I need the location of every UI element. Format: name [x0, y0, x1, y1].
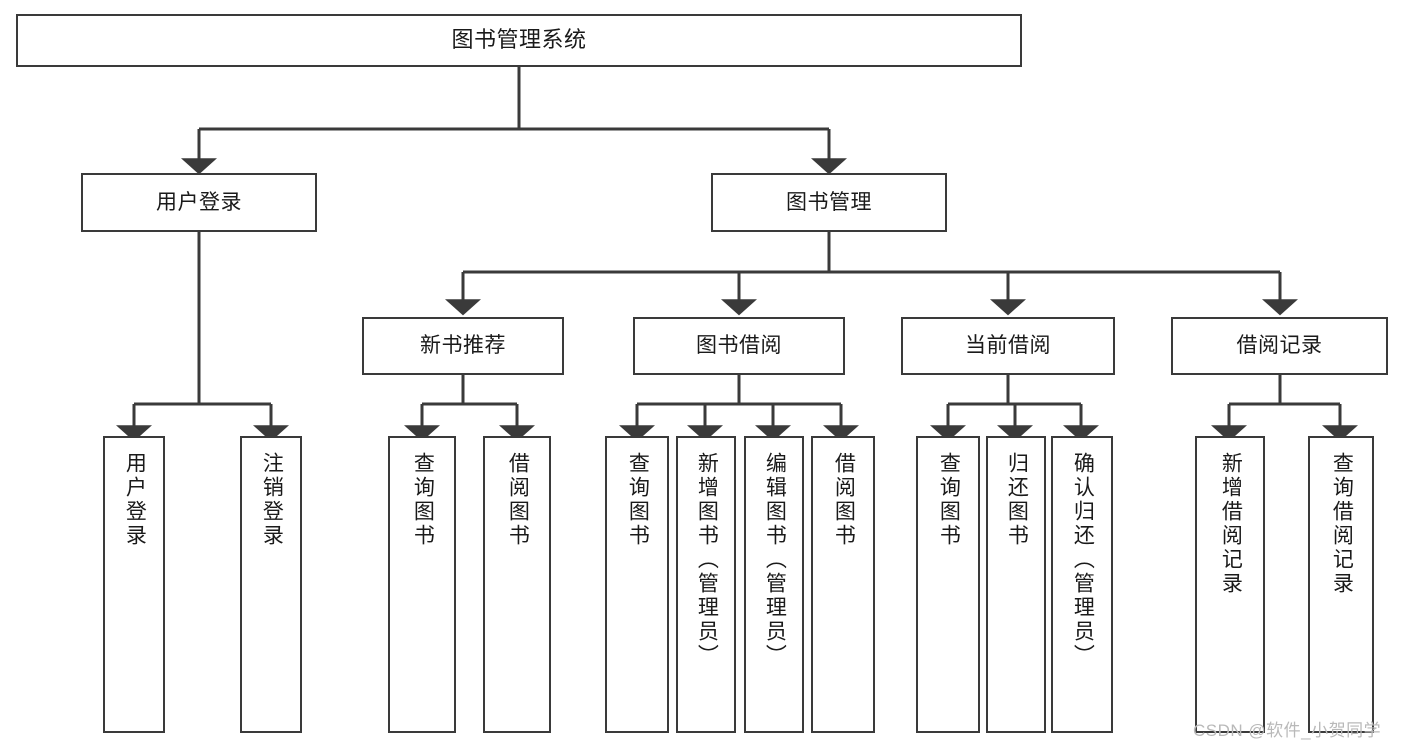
node-label: 查询图书	[411, 452, 435, 548]
node-leaf-confirm-return[interactable]: 确认归还（管理员）	[1051, 436, 1113, 733]
node-book-management-system[interactable]: 图书管理系统	[16, 14, 1022, 67]
node-label: 新书推荐	[420, 334, 506, 358]
node-label: 借阅图书	[506, 452, 530, 548]
csdn-watermark: CSDN @软件_小贺同学	[1193, 721, 1382, 740]
node-label: 图书借阅	[696, 334, 782, 358]
node-leaf-add-book[interactable]: 新增图书（管理员）	[676, 436, 736, 733]
node-leaf-query-book-3[interactable]: 查询图书	[916, 436, 980, 733]
node-label: 图书管理系统	[451, 27, 587, 53]
node-leaf-user-login[interactable]: 用户登录	[103, 436, 165, 733]
node-leaf-add-borrow-record[interactable]: 新增借阅记录	[1195, 436, 1265, 733]
node-label: 用户登录	[123, 452, 147, 548]
node-label: 编辑图书（管理员）	[763, 452, 787, 668]
node-label: 借阅记录	[1236, 334, 1323, 358]
node-label: 注销登录	[260, 452, 284, 548]
node-label: 新增图书（管理员）	[695, 452, 719, 668]
node-label: 归还图书	[1005, 452, 1029, 548]
node-label: 用户登录	[156, 190, 242, 214]
node-label: 当前借阅	[965, 334, 1051, 358]
node-label: 借阅图书	[832, 452, 856, 548]
node-label: 新增借阅记录	[1219, 452, 1243, 596]
node-book-borrow[interactable]: 图书借阅	[633, 317, 845, 375]
node-leaf-query-borrow-record[interactable]: 查询借阅记录	[1308, 436, 1374, 733]
node-leaf-logout-login[interactable]: 注销登录	[240, 436, 302, 733]
node-leaf-return-book[interactable]: 归还图书	[986, 436, 1046, 733]
node-book-management[interactable]: 图书管理	[711, 173, 947, 232]
node-leaf-borrow-book-1[interactable]: 借阅图书	[483, 436, 551, 733]
node-label: 查询图书	[937, 452, 961, 548]
node-new-book-recommend[interactable]: 新书推荐	[362, 317, 564, 375]
node-borrow-record[interactable]: 借阅记录	[1171, 317, 1388, 375]
node-leaf-query-book-1[interactable]: 查询图书	[388, 436, 456, 733]
node-leaf-query-book-2[interactable]: 查询图书	[605, 436, 669, 733]
node-label: 图书管理	[786, 190, 872, 214]
node-leaf-borrow-book-2[interactable]: 借阅图书	[811, 436, 875, 733]
node-user-login[interactable]: 用户登录	[81, 173, 317, 232]
node-leaf-edit-book[interactable]: 编辑图书（管理员）	[744, 436, 804, 733]
node-current-borrow[interactable]: 当前借阅	[901, 317, 1115, 375]
node-label: 查询图书	[626, 452, 650, 548]
node-label: 确认归还（管理员）	[1071, 452, 1095, 668]
node-label: 查询借阅记录	[1330, 452, 1354, 596]
